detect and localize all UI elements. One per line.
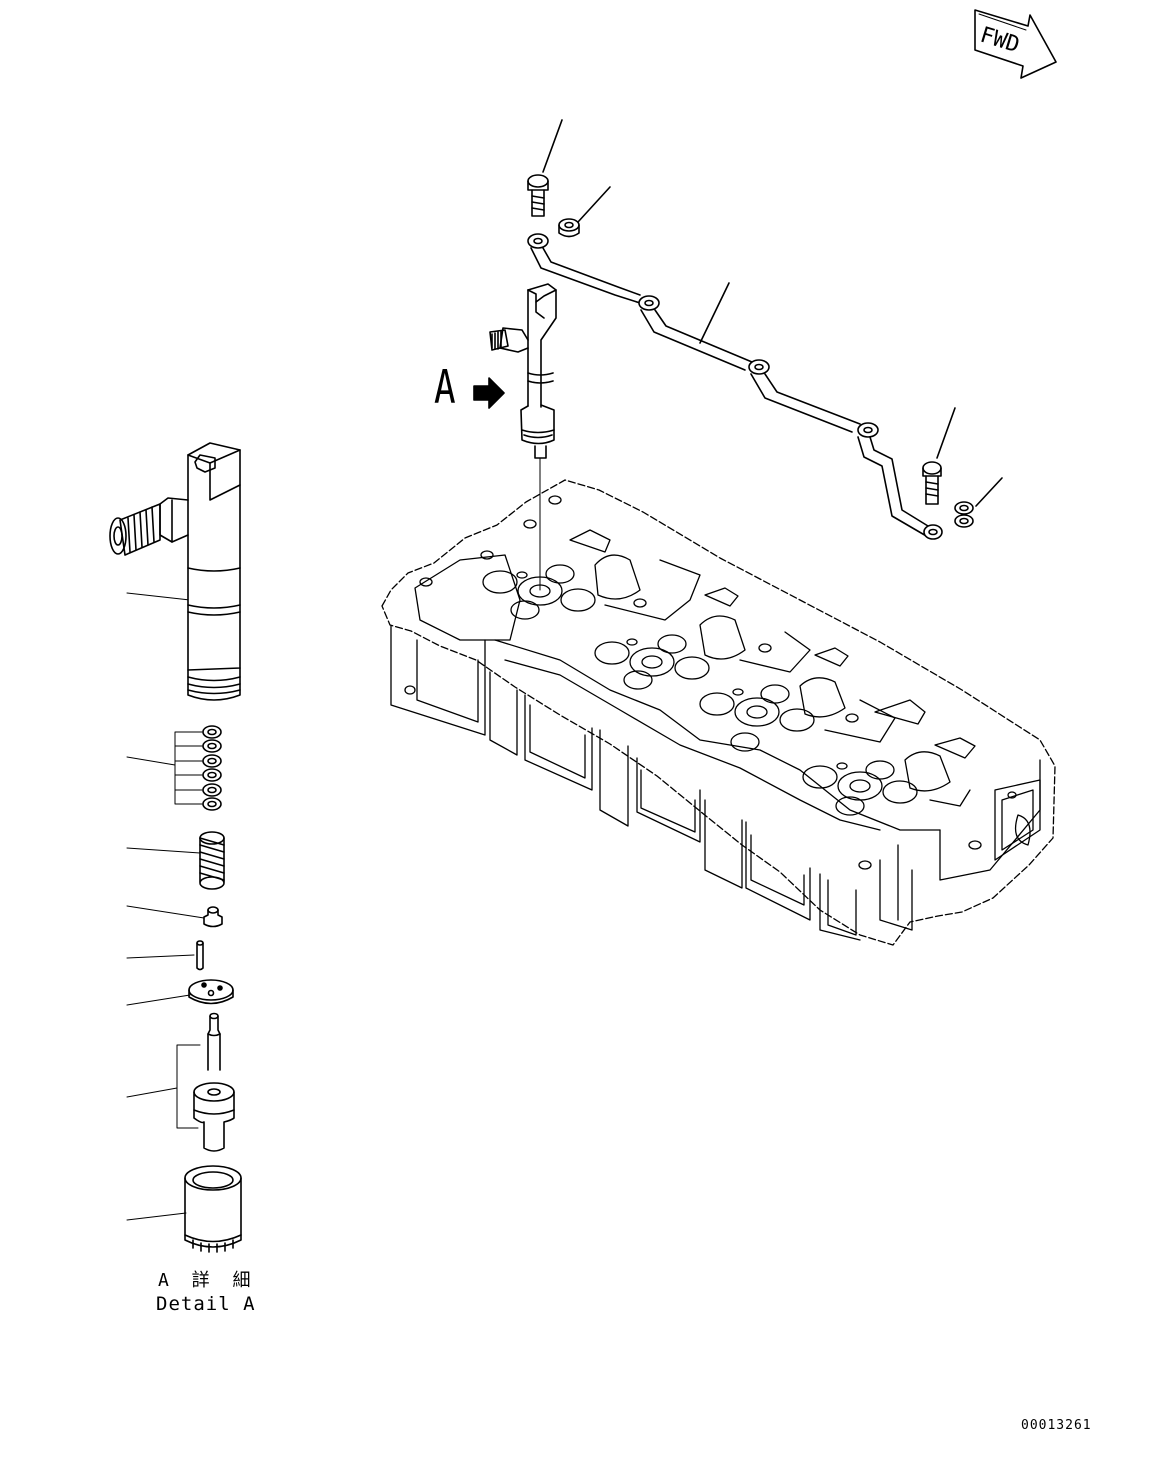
detail-caption-japanese: A 詳 細 [158,1270,257,1291]
detail-injector-body [109,442,241,701]
detail-retaining-nut [126,1165,242,1253]
view-a-callout-letter: A [434,360,456,414]
detail-dowel-pin [126,940,204,971]
right-washer [954,477,1003,528]
detail-spring [126,831,225,890]
detail-intermediate-plate [126,979,234,1006]
right-bolt [922,407,956,505]
view-a-arrow-icon [473,377,505,409]
detail-shim-stack [126,725,222,811]
fuel-injector-installed [489,283,557,591]
top-washer [558,186,611,238]
detail-nozzle-assembly [126,1012,235,1152]
figure-number: 00013261 [1021,1418,1092,1433]
top-bolt [527,119,563,217]
leak-off-pipe [527,233,943,540]
detail-pressure-pin [126,905,223,928]
fwd-arrow-icon: FWD [974,9,1057,79]
detail-caption-english: Detail A [156,1293,256,1315]
cylinder-head [381,479,1056,946]
